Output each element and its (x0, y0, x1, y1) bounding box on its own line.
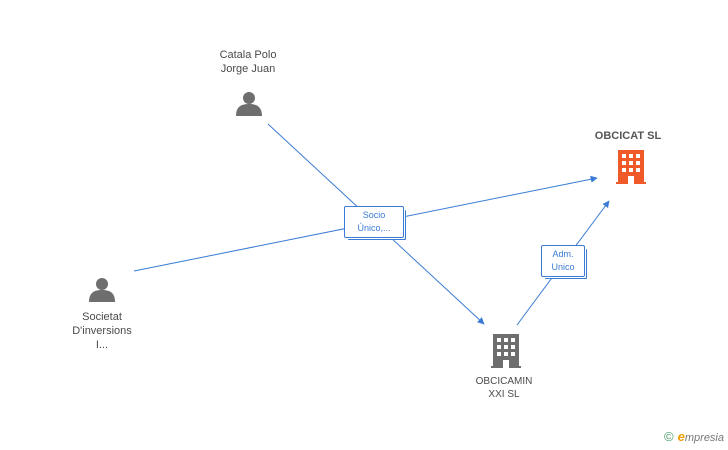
edge-label-adm-unico[interactable]: Adm. Unico (541, 245, 585, 277)
empresia-logo-name: mpresia (684, 432, 724, 444)
node-label-obcicat[interactable]: OBCICAT SL (594, 130, 662, 142)
empresia-brand: ©empresia (664, 429, 724, 444)
node-label-obcicamin[interactable]: OBCICAMIN XXI SL (475, 376, 533, 400)
empresia-logo-initial: e (677, 429, 685, 444)
building-icon[interactable] (616, 150, 646, 184)
node-label-societat[interactable]: Societat D'inversions I... (72, 311, 132, 351)
person-icon[interactable] (89, 278, 115, 302)
copyright-icon: © (664, 429, 674, 444)
edge-label-socio-unico[interactable]: Socio Único,... (344, 206, 404, 238)
node-label-catala[interactable]: Catala Polo Jorge Juan (219, 49, 277, 75)
person-icon[interactable] (236, 92, 262, 116)
building-icon[interactable] (491, 334, 521, 368)
